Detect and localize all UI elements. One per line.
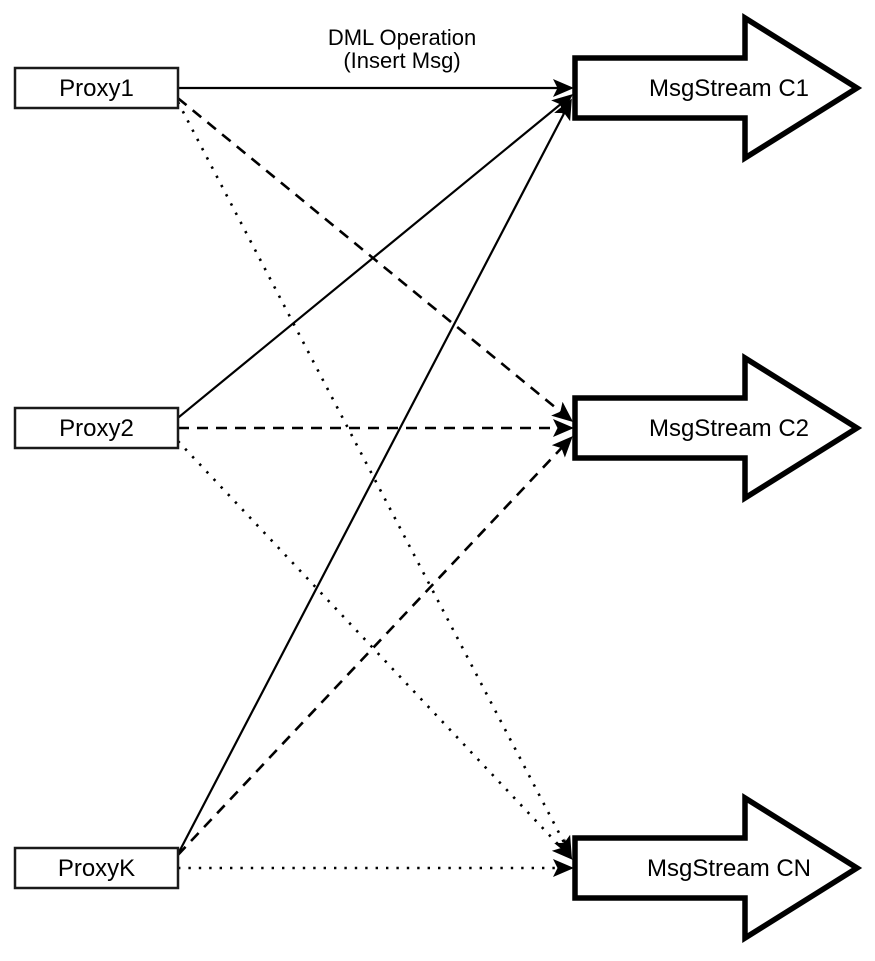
proxy2-label: Proxy2 [59, 415, 134, 442]
msgstream-c1-shape [572, 13, 863, 163]
node-msgstream-c1: MsgStream C1 [572, 13, 863, 163]
msgstream-c2-label: MsgStream C2 [649, 415, 809, 442]
edge-proxy1-c2 [177, 97, 574, 423]
edge-proxyk-c1 [177, 98, 572, 855]
msgstream-cn-label: MsgStream CN [647, 855, 811, 882]
edge-proxy2-c1 [177, 93, 574, 419]
proxy2-box [13, 406, 180, 450]
proxy1-box [13, 66, 180, 110]
proxy1-label: Proxy1 [59, 75, 134, 102]
dml-operation-label-line2: (Insert Msg) [343, 48, 460, 73]
msgstream-c2-shape [572, 353, 863, 503]
node-proxyk: ProxyK [13, 846, 180, 890]
msgstream-c1-label: MsgStream C1 [649, 75, 809, 102]
node-proxy1: Proxy1 [13, 66, 180, 110]
node-proxy2: Proxy2 [13, 406, 180, 450]
edge-layer [176, 79, 574, 877]
dml-operation-label: DML Operation (Insert Msg) [328, 25, 476, 73]
node-msgstream-cn: MsgStream CN [572, 793, 863, 943]
msgstream-cn-shape [572, 793, 863, 943]
edge-proxyk-c2 [177, 436, 573, 856]
proxyk-box [13, 846, 180, 890]
proxyk-label: ProxyK [58, 855, 135, 882]
edge-proxy2-cn [177, 440, 573, 860]
node-msgstream-c2: MsgStream C2 [572, 353, 863, 503]
dml-operation-label-line1: DML Operation [328, 25, 476, 50]
